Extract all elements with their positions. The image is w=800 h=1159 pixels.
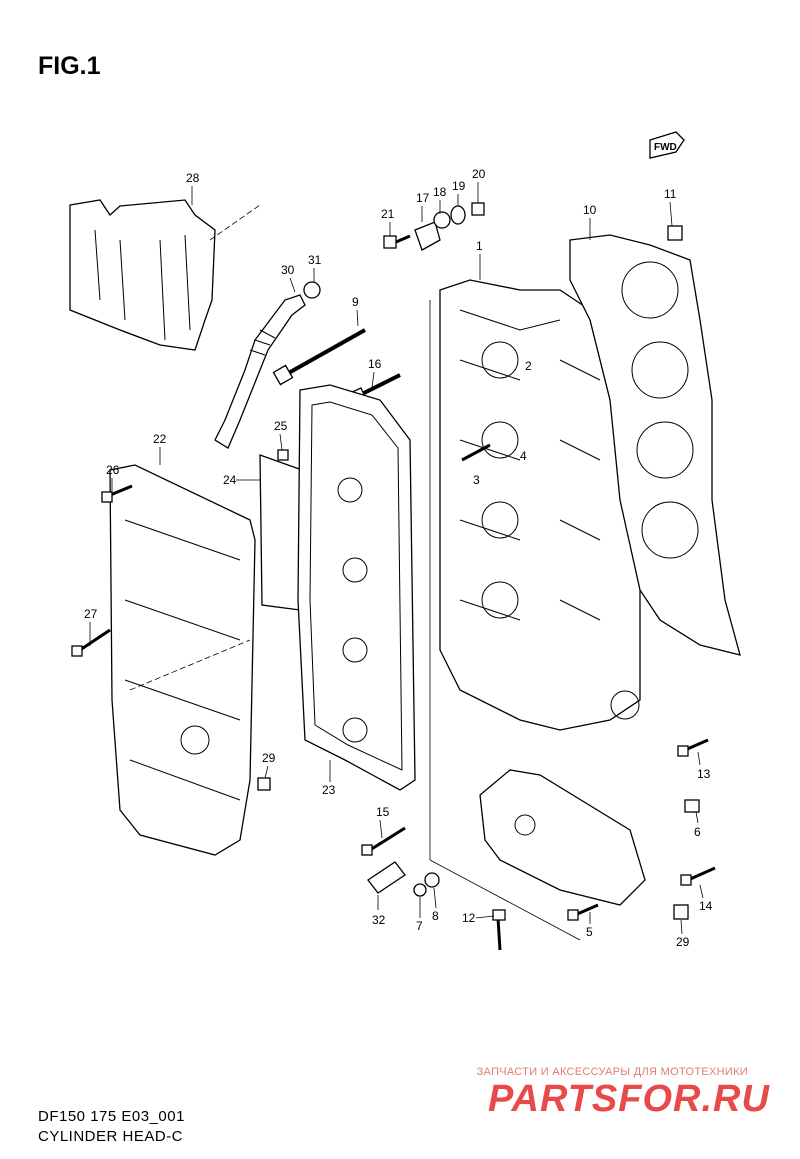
callout-25: 25 [274, 419, 288, 433]
callout-10: 10 [583, 203, 597, 217]
part-group-17-21 [383, 202, 485, 251]
callout-7: 7 [416, 919, 423, 933]
callout-20: 20 [472, 167, 486, 181]
watermark-brand-logo[interactable]: PARTSFOR.RU [488, 1078, 770, 1120]
callout-32: 32 [372, 913, 386, 927]
part-fasteners-left [71, 449, 289, 791]
callout-30: 30 [281, 263, 295, 277]
part-breather-hose-30 [214, 281, 321, 449]
part-head-cover-22 [109, 464, 256, 856]
callout-19: 19 [452, 179, 466, 193]
callout-17: 17 [416, 191, 430, 205]
callout-29-left: 29 [262, 751, 276, 765]
callout-3: 3 [473, 473, 480, 487]
callout-31: 31 [308, 253, 322, 267]
callout-18: 18 [433, 185, 447, 199]
figure-title: FIG.1 [38, 52, 101, 80]
callout-6: 6 [694, 825, 701, 839]
part-cover-gasket-23 [297, 384, 416, 791]
part-timing-cover-28 [69, 199, 261, 351]
callout-12: 12 [462, 911, 476, 925]
footer-diagram-code: DF150 175 E03_001 [38, 1108, 185, 1125]
callout-23: 23 [322, 783, 336, 797]
part-bolt-3 [461, 443, 491, 462]
callout-5: 5 [586, 925, 593, 939]
callout-28: 28 [186, 171, 200, 185]
callout-22: 22 [153, 432, 167, 446]
footer-diagram-name: CYLINDER HEAD-C [38, 1128, 184, 1145]
part-dowel-11 [667, 225, 683, 241]
fwd-direction-badge: FWD [649, 131, 685, 159]
callout-29-right: 29 [676, 935, 690, 949]
watermark-tagline: ЗАПЧАСТИ И АКСЕССУАРЫ ДЛЯ МОТОТЕХНИКИ [476, 1066, 748, 1078]
callout-16: 16 [368, 357, 382, 371]
part-lower-housing [479, 769, 646, 906]
callout-21: 21 [381, 207, 395, 221]
callout-4: 4 [520, 449, 527, 463]
callout-26: 26 [106, 463, 120, 477]
callout-11: 11 [664, 187, 677, 201]
callout-14: 14 [699, 899, 713, 913]
callout-24: 24 [223, 473, 237, 487]
leader-lines [89, 182, 704, 935]
callout-labels: 28 21 17 18 19 20 1 10 11 30 31 9 16 2 4… [84, 167, 713, 949]
part-fasteners-bottom [361, 738, 716, 951]
part-cylinder-head-1 [429, 279, 641, 941]
callout-2: 2 [525, 359, 532, 373]
callout-9: 9 [352, 295, 359, 309]
callout-8: 8 [432, 909, 439, 923]
callout-1: 1 [476, 239, 483, 253]
callout-13: 13 [697, 767, 711, 781]
callout-15: 15 [376, 805, 390, 819]
part-head-gasket-10 [569, 234, 741, 656]
callout-27: 27 [84, 607, 98, 621]
fwd-label: FWD [654, 142, 677, 153]
part-bolt-9 [272, 328, 366, 386]
